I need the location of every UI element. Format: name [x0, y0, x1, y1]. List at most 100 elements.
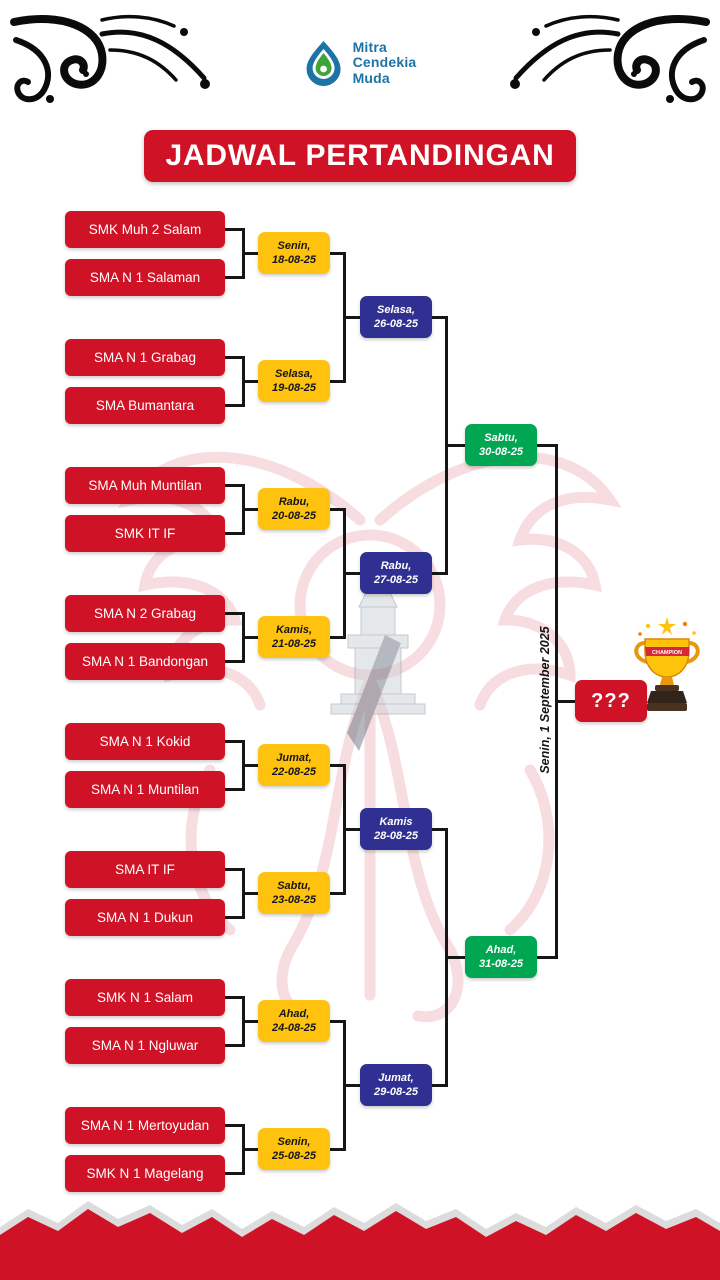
bracket-connector	[245, 636, 258, 639]
bracket-connector	[225, 868, 245, 919]
bracket-connector	[245, 380, 258, 383]
team-box: SMK N 1 Salam	[65, 979, 225, 1016]
bracket-connector	[330, 764, 346, 895]
match-date-box: Senin, 25-08-25	[258, 1128, 330, 1170]
match-day: Sabtu,	[277, 879, 311, 892]
logo-line-1: Mitra	[352, 39, 388, 56]
match-date-box: Jumat, 22-08-25	[258, 744, 330, 786]
match-date-box: Kamis 28-08-25	[360, 808, 432, 850]
match-day: Rabu,	[278, 495, 310, 508]
match-date-box: Selasa, 19-08-25	[258, 360, 330, 402]
match-date: 18-08-25	[271, 254, 317, 266]
match-day: Kamis,	[275, 623, 313, 636]
team-box: SMA N 1 Bandongan	[65, 643, 225, 680]
bracket-connector	[432, 316, 448, 575]
match-date-box: Sabtu, 30-08-25	[465, 424, 537, 466]
match-date: 25-08-25	[271, 1150, 317, 1162]
winner-placeholder: ???	[591, 689, 631, 712]
trophy-ribbon-label: CHAMPION	[652, 650, 682, 656]
match-date: 23-08-25	[271, 894, 317, 906]
bracket-connector	[558, 700, 575, 703]
final-date-vertical: Senin, 1 September 2025	[538, 626, 552, 774]
match-date: 22-08-25	[271, 766, 317, 778]
logo-drop-icon	[306, 41, 341, 86]
bracket-connector	[346, 828, 360, 831]
match-day: Rabu,	[380, 559, 412, 572]
bracket-connector	[225, 740, 245, 791]
trophy-icon: CHAMPION	[634, 617, 700, 711]
bracket-connector	[330, 508, 346, 639]
match-day: Ahad,	[485, 943, 517, 956]
bracket-connector	[245, 1020, 258, 1023]
bracket-connector	[225, 484, 245, 535]
title-banner: JADWAL PERTANDINGAN	[144, 130, 576, 182]
corner-flourish-left-icon	[10, 14, 210, 103]
bracket-connector	[245, 892, 258, 895]
match-date-box: Kamis, 21-08-25	[258, 616, 330, 658]
bracket-connector	[448, 444, 465, 447]
team-box: SMA N 1 Grabag	[65, 339, 225, 376]
team-box: SMA N 1 Muntilan	[65, 771, 225, 808]
torn-edge-decoration	[0, 1201, 720, 1280]
match-day: Selasa,	[377, 303, 415, 316]
bracket-connector	[245, 764, 258, 767]
match-date: 27-08-25	[373, 574, 419, 586]
match-date: 19-08-25	[271, 382, 317, 394]
team-box: SMA IT IF	[65, 851, 225, 888]
match-day: Ahad,	[278, 1007, 310, 1020]
match-date-box: Rabu, 20-08-25	[258, 488, 330, 530]
match-date: 29-08-25	[373, 1086, 419, 1098]
team-box: SMA N 2 Grabag	[65, 595, 225, 632]
match-date-box: Selasa, 26-08-25	[360, 296, 432, 338]
logo-line-3: Muda	[352, 69, 390, 86]
logo-wordmark: Mitra Cendekia Muda	[353, 40, 417, 85]
match-date: 28-08-25	[373, 830, 419, 842]
bracket-connector	[225, 612, 245, 663]
bracket-connector	[448, 956, 465, 959]
match-date: 24-08-25	[271, 1022, 317, 1034]
team-box: SMK IT IF	[65, 515, 225, 552]
team-box: SMA N 1 Kokid	[65, 723, 225, 760]
bracket-connector	[225, 996, 245, 1047]
bracket-connector	[330, 1020, 346, 1151]
page-title: JADWAL PERTANDINGAN	[165, 139, 555, 172]
team-box: SMA N 1 Dukun	[65, 899, 225, 936]
bracket-connector	[330, 252, 346, 383]
bracket-connector	[537, 444, 558, 959]
match-day: Senin,	[277, 1135, 311, 1148]
match-date-box: Rabu, 27-08-25	[360, 552, 432, 594]
match-date-box: Ahad, 24-08-25	[258, 1000, 330, 1042]
match-day: Jumat,	[276, 751, 312, 764]
bracket-connector	[245, 508, 258, 511]
team-box: SMA N 1 Salaman	[65, 259, 225, 296]
match-day: Kamis	[379, 815, 413, 828]
team-box: SMA Bumantara	[65, 387, 225, 424]
bracket-connector	[225, 1124, 245, 1175]
match-date-box: Senin, 18-08-25	[258, 232, 330, 274]
match-date: 26-08-25	[373, 318, 419, 330]
team-box: SMK N 1 Magelang	[65, 1155, 225, 1192]
winner-box: ???	[575, 680, 647, 722]
match-date: 20-08-25	[271, 510, 317, 522]
match-date: 31-08-25	[478, 958, 524, 970]
match-day: Jumat,	[378, 1071, 414, 1084]
logo: Mitra Cendekia Muda	[304, 40, 417, 86]
bracket-connector	[245, 252, 258, 255]
corner-flourish-right-icon	[510, 14, 710, 103]
team-box: SMA N 1 Mertoyudan	[65, 1107, 225, 1144]
team-box: SMK Muh 2 Salam	[65, 211, 225, 248]
team-box: SMA N 1 Ngluwar	[65, 1027, 225, 1064]
bracket-connector	[432, 828, 448, 1087]
bracket-connector	[225, 356, 245, 407]
match-day: Sabtu,	[484, 431, 518, 444]
match-date: 21-08-25	[271, 638, 317, 650]
match-day: Senin,	[277, 239, 311, 252]
bracket-connector	[346, 316, 360, 319]
bracket-connector	[225, 228, 245, 279]
logo-line-2: Cendekia	[352, 54, 417, 71]
bracket-connector	[245, 1148, 258, 1151]
match-day: Selasa,	[275, 367, 313, 380]
match-date: 30-08-25	[478, 446, 524, 458]
bracket-connector	[346, 1084, 360, 1087]
